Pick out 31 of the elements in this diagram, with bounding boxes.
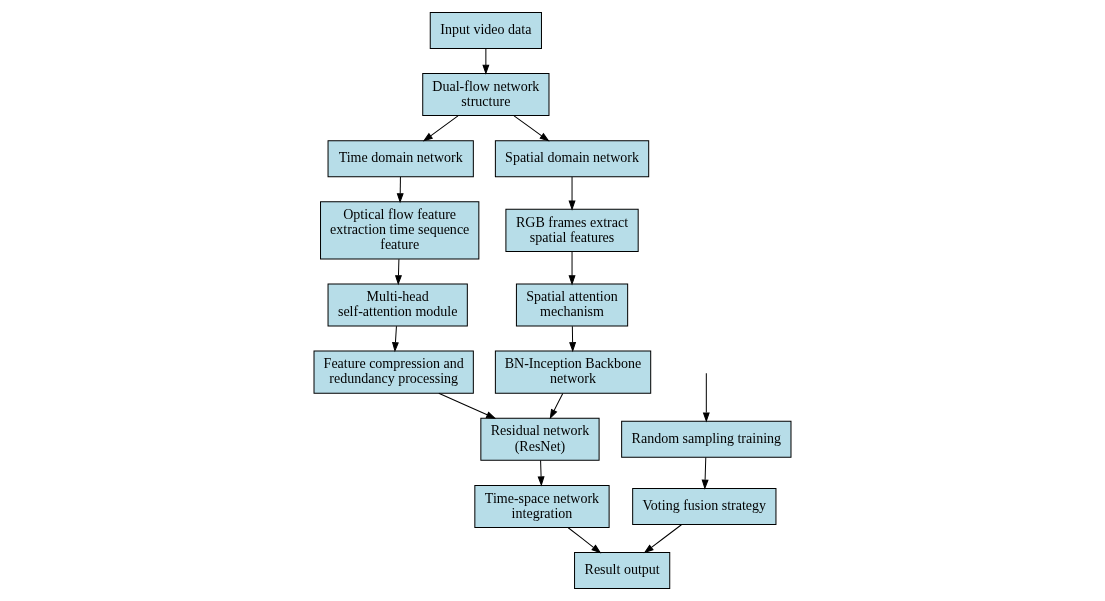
node-box: Spatial domain network [494,140,650,178]
arrow [423,115,459,142]
node-box: Random sampling training [621,420,792,458]
arrow [537,460,545,486]
node-box: Time domain network [327,140,474,178]
node-box: Feature compression and redundancy processing [313,350,474,394]
node-box: Spatial attention mechanism [515,283,629,327]
arrow [703,372,710,422]
node-box: BN-Inception Backbone network [494,350,652,394]
node-box: RGB frames extract spatial features [505,208,639,252]
arrow [513,115,549,142]
arrow [396,176,404,203]
arrow [438,392,496,419]
node-box: Time-space network integration [474,484,610,528]
arrow [644,524,682,553]
node-box: Input video data [429,11,542,49]
arrow [482,48,490,74]
node-box: Dual-flow network structure [422,73,550,117]
arrow [395,258,402,285]
arrow [568,176,576,210]
arrow [568,251,576,285]
arrow [569,325,576,352]
node-box: Multi-head self-attention module [327,283,468,327]
arrow [549,392,564,419]
arrow [392,325,399,352]
node-box: Residual network (ResNet) [480,417,600,461]
arrow [567,527,601,553]
node-box: Result output [574,552,671,590]
node-box: Voting fusion strategy [632,487,777,525]
node-box: Optical flow feature extraction time sequence feature [320,201,480,260]
arrow [701,456,709,489]
